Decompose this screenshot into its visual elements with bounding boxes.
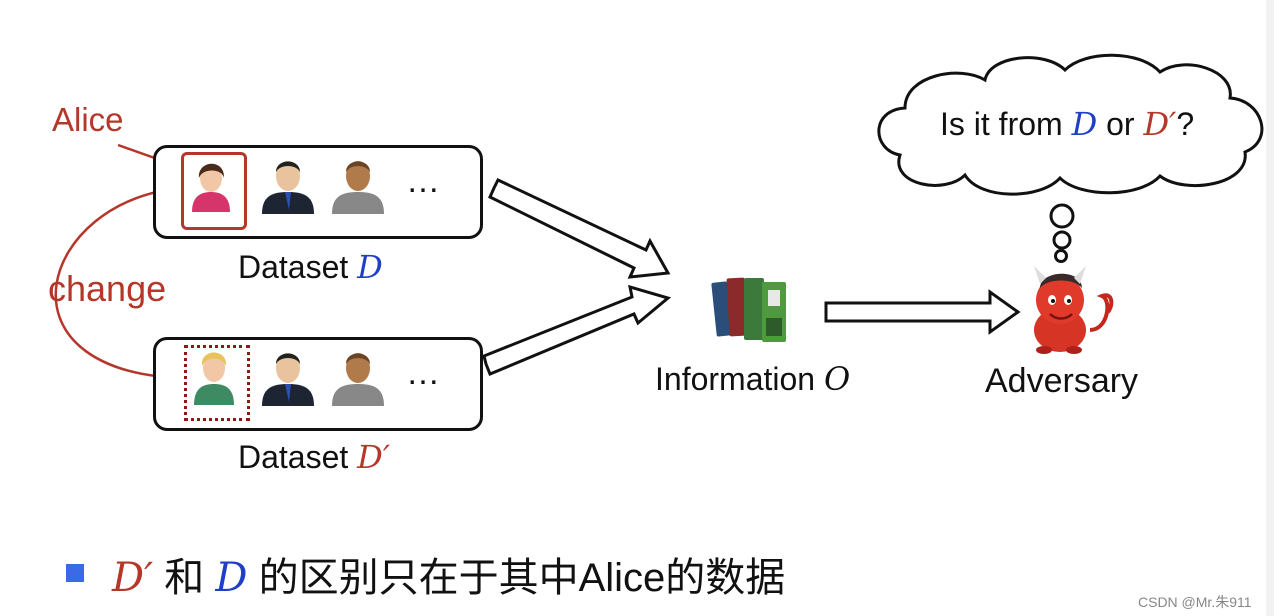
dataset-d-prefix: Dataset <box>238 249 349 285</box>
dataset-dprime-symbol: D′ <box>357 438 391 476</box>
arrow-information-to-adversary <box>824 289 1021 335</box>
thought-or: or <box>1106 106 1135 142</box>
dataset-d-label: Dataset D <box>238 248 383 286</box>
thought-question-mark: ? <box>1176 106 1195 142</box>
dataset-dprime-prefix: Dataset <box>238 439 349 475</box>
changed-record-highlight-box <box>184 345 250 421</box>
change-label: change <box>48 268 167 309</box>
bullet-d-symbol: D <box>215 555 248 601</box>
bullet-square-icon <box>66 564 84 582</box>
dataset-d-ellipsis: … <box>406 162 440 200</box>
information-prefix: Information <box>655 361 816 397</box>
thought-part1: Is it from <box>940 106 1063 142</box>
dataset-dprime-ellipsis: … <box>406 354 440 392</box>
thought-cloud <box>877 53 1264 263</box>
alice-label: Alice <box>52 101 124 138</box>
thought-dprime-symbol: D′ <box>1143 105 1177 143</box>
bullet-dprime-symbol: D′ <box>112 555 154 601</box>
scrollbar[interactable] <box>1266 0 1274 616</box>
dataset-d-symbol: D <box>357 248 383 286</box>
change-curve-arrow <box>54 186 185 390</box>
devil-icon <box>1034 266 1114 354</box>
information-label: Information O <box>655 360 850 398</box>
arrow-d-to-information <box>488 178 671 279</box>
bullet-rest: 的区别只在于其中Alice的数据 <box>258 556 786 600</box>
thought-text: Is it from D or D′? <box>940 105 1194 143</box>
thought-d-symbol: D <box>1071 105 1098 143</box>
watermark: CSDN @Mr.朱911 <box>1138 594 1252 610</box>
arrow-dprime-to-information <box>482 284 672 376</box>
information-symbol: O <box>823 360 851 398</box>
adversary-label: Adversary <box>985 362 1139 400</box>
bullet-and: 和 <box>164 556 205 600</box>
books-icon <box>711 277 786 342</box>
dataset-dprime-label: Dataset D′ <box>238 438 390 476</box>
bullet-text: D′ 和 D 的区别只在于其中Alice的数据 <box>112 545 785 603</box>
alice-highlight-box <box>181 152 247 230</box>
